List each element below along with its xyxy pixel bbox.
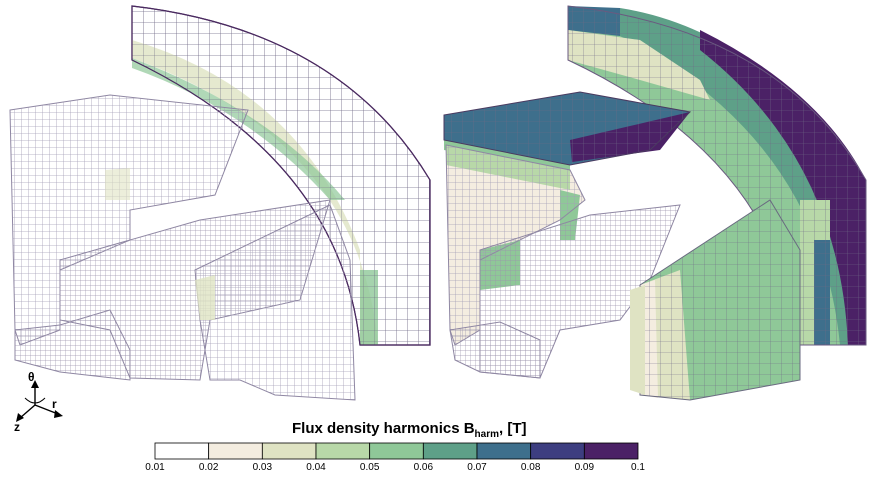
colorbar-tick-label: 0.1 (631, 462, 645, 473)
colorbar-tick-label: 0.06 (413, 462, 434, 473)
colorbar-swatch (530, 442, 585, 460)
colorbar-tick-label: 0.04 (306, 462, 326, 473)
colorbar-tick-label: 0.09 (574, 462, 595, 473)
colorbar-swatch (261, 442, 317, 460)
colorbar-swatch (583, 442, 639, 460)
r-axis-label: r (52, 397, 57, 411)
colorbar-tick-label: 0.03 (252, 462, 273, 473)
left-lower-sector (194, 204, 356, 401)
colorbar (154, 442, 639, 460)
colorbar-swatch (422, 442, 478, 460)
right-colored-model (443, 5, 867, 401)
legend-title-unit: , [T] (499, 420, 527, 437)
colorbar-tick-label: 0.07 (467, 462, 487, 473)
colorbar-swatch (154, 442, 210, 460)
legend-title-sub: harm (474, 429, 499, 440)
colorbar-tick-label: 0.08 (520, 462, 541, 473)
colorbar-swatch (476, 442, 532, 460)
legend-title-main: Flux density harmonics B (292, 420, 475, 437)
colorbar-tick-label: 0.02 (198, 462, 219, 473)
colorbar-swatch (208, 442, 263, 460)
right-front-sector-mesh (639, 199, 801, 401)
legend-title: Flux density harmonics Bharm, [T] (292, 420, 712, 440)
z-axis-label: z (14, 420, 20, 434)
axis-triad (16, 380, 63, 422)
left-wireframe-model (9, 5, 431, 401)
colorbar-tick-label: 0.01 (145, 462, 165, 473)
colorbar-swatch (315, 442, 371, 460)
colorbar-tick-label: 0.05 (359, 462, 380, 473)
right-top-slab-mesh (443, 91, 692, 166)
colorbar-swatch (369, 442, 424, 460)
theta-axis-label: θ (28, 370, 35, 384)
